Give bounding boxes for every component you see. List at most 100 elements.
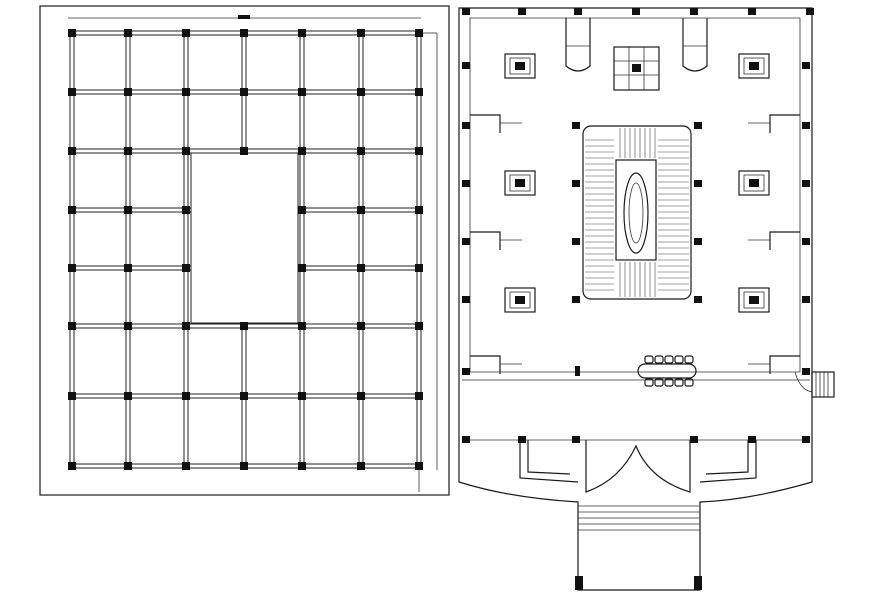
chair bbox=[664, 355, 674, 364]
column bbox=[298, 88, 306, 96]
column bbox=[357, 88, 365, 96]
column bbox=[298, 322, 306, 330]
niche bbox=[738, 170, 770, 196]
plan-column bbox=[806, 8, 814, 15]
plan-column bbox=[690, 436, 698, 443]
plan-column bbox=[572, 238, 580, 245]
column bbox=[68, 29, 76, 37]
recess bbox=[769, 355, 800, 374]
niche bbox=[504, 170, 536, 196]
column-grid bbox=[68, 29, 423, 470]
plan-column bbox=[802, 368, 810, 375]
column bbox=[415, 147, 423, 155]
plan-column bbox=[462, 8, 470, 15]
chair bbox=[644, 378, 654, 387]
plan-column bbox=[802, 296, 810, 303]
plan-column bbox=[694, 180, 702, 187]
column bbox=[182, 147, 190, 155]
plan-column bbox=[802, 436, 810, 443]
recess bbox=[470, 231, 501, 250]
recess bbox=[769, 231, 800, 250]
column bbox=[182, 29, 190, 37]
plan-column bbox=[802, 122, 810, 129]
central-staircase bbox=[582, 125, 692, 300]
front-entrance bbox=[519, 440, 757, 590]
chair bbox=[654, 355, 664, 364]
column bbox=[182, 88, 190, 96]
column bbox=[68, 147, 76, 155]
top-towers bbox=[565, 18, 708, 72]
column bbox=[415, 206, 423, 214]
chair bbox=[644, 355, 654, 364]
column bbox=[357, 147, 365, 155]
column bbox=[68, 462, 76, 470]
column bbox=[357, 29, 365, 37]
chair bbox=[684, 378, 694, 387]
niche bbox=[738, 53, 770, 79]
niche bbox=[504, 287, 536, 313]
column bbox=[68, 88, 76, 96]
plan-column bbox=[462, 180, 470, 187]
column bbox=[415, 462, 423, 470]
column bbox=[124, 322, 132, 330]
plan-column bbox=[748, 8, 756, 15]
plan-column bbox=[462, 238, 470, 245]
plan-column bbox=[802, 180, 810, 187]
column bbox=[182, 264, 190, 272]
column bbox=[182, 206, 190, 214]
column bbox=[357, 392, 365, 400]
column bbox=[240, 392, 248, 400]
column bbox=[240, 88, 248, 96]
column bbox=[415, 392, 423, 400]
plan-column bbox=[462, 62, 470, 69]
inner-wall bbox=[469, 17, 801, 373]
column bbox=[182, 392, 190, 400]
top-feature-grid bbox=[613, 46, 660, 91]
recess bbox=[769, 114, 800, 133]
plan-column bbox=[690, 8, 698, 15]
column bbox=[68, 264, 76, 272]
plan-column bbox=[518, 8, 526, 15]
column bbox=[415, 322, 423, 330]
column bbox=[68, 322, 76, 330]
column bbox=[68, 392, 76, 400]
display-niches bbox=[504, 53, 770, 313]
plan-column bbox=[694, 122, 702, 129]
chair bbox=[674, 355, 684, 364]
column bbox=[357, 206, 365, 214]
chair bbox=[684, 355, 694, 364]
column bbox=[298, 206, 306, 214]
column bbox=[68, 206, 76, 214]
plan-column bbox=[694, 296, 702, 303]
architectural-floor-plan bbox=[458, 7, 835, 591]
column bbox=[240, 462, 248, 470]
column bbox=[124, 392, 132, 400]
plan-column bbox=[572, 436, 580, 443]
stair-well bbox=[623, 172, 649, 254]
plan-column bbox=[518, 436, 526, 443]
column bbox=[124, 206, 132, 214]
column bbox=[298, 462, 306, 470]
column bbox=[357, 462, 365, 470]
column bbox=[415, 88, 423, 96]
column bbox=[124, 147, 132, 155]
column bbox=[298, 264, 306, 272]
plan-column bbox=[462, 436, 470, 443]
side-recesses bbox=[470, 114, 800, 374]
plan-column bbox=[462, 296, 470, 303]
chair bbox=[674, 378, 684, 387]
top-dimension-mark bbox=[238, 15, 250, 19]
column bbox=[182, 322, 190, 330]
column bbox=[415, 264, 423, 272]
conference-table bbox=[575, 355, 697, 387]
sheet-frame bbox=[39, 5, 450, 496]
plan-column bbox=[694, 238, 702, 245]
structural-grid-plan bbox=[39, 5, 450, 496]
plan-column bbox=[572, 180, 580, 187]
plan-columns bbox=[462, 8, 814, 443]
plan-column bbox=[462, 122, 470, 129]
column bbox=[124, 88, 132, 96]
plan-column bbox=[802, 62, 810, 69]
chair bbox=[664, 378, 674, 387]
central-void bbox=[190, 152, 299, 324]
